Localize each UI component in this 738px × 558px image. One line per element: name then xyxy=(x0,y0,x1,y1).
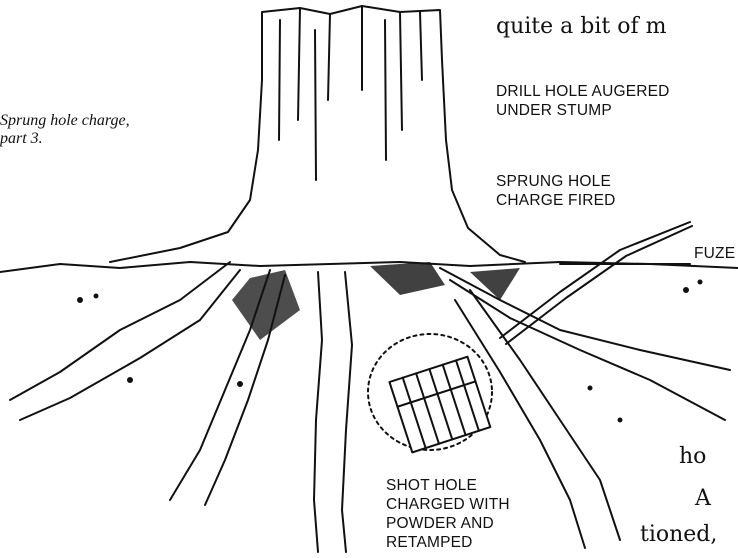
root-center xyxy=(314,272,322,552)
label-fuze: FUZE xyxy=(694,244,735,263)
book-text-top-line: quite a bit of m xyxy=(496,14,666,39)
root-left-1 xyxy=(10,262,230,400)
fuze-line xyxy=(500,222,692,344)
powder-sticks xyxy=(389,357,490,453)
stump-trunk xyxy=(110,6,525,262)
book-text-fragment-1: ho xyxy=(679,444,706,469)
label-shot-hole: SHOT HOLE CHARGED WITH POWDER AND RETAMP… xyxy=(386,476,510,552)
book-text-fragment-3: tioned, xyxy=(640,522,717,547)
figure-caption: Sprung hole charge, part 3. xyxy=(0,112,130,148)
book-text-fragment-2: A xyxy=(695,486,711,511)
label-sprung-hole: SPRUNG HOLE CHARGE FIRED xyxy=(496,172,616,210)
label-drill-hole: DRILL HOLE AUGERED UNDER STUMP xyxy=(496,82,670,120)
